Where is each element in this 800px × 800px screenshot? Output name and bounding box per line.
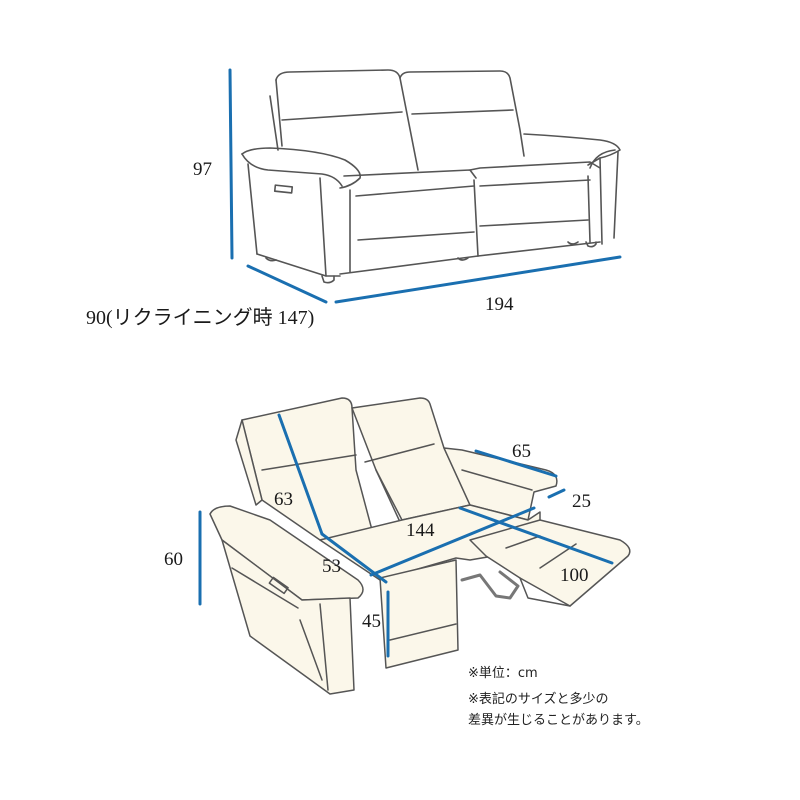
dim-width-label: 194 [485, 294, 514, 315]
dim-seat-depth-label: 53 [322, 556, 341, 577]
disclaimer-line-1: ※表記のサイズと多少の [468, 692, 609, 707]
dim-seat-width-label: 144 [406, 520, 435, 541]
dim-height-label: 97 [193, 159, 212, 180]
dim-footrest-label: 100 [560, 565, 589, 586]
dim-arm-width-label: 25 [572, 491, 591, 512]
dim-seat-height-label: 45 [362, 611, 381, 632]
disclaimer-line-2: 差異が生じることがあります。 [468, 713, 649, 728]
recliner-view-dimension-lines [198, 413, 614, 658]
dim-overall-height-label: 60 [164, 549, 183, 570]
front-view-sofa-outline [241, 69, 621, 284]
front-view-dimension-lines [228, 68, 622, 304]
dim-depth-label: 90(リクライニング時 147) [86, 307, 315, 329]
unit-note: ※単位：cm [468, 666, 538, 681]
dim-arm-length-label: 65 [512, 441, 531, 462]
dim-back-height-label: 63 [274, 489, 293, 510]
